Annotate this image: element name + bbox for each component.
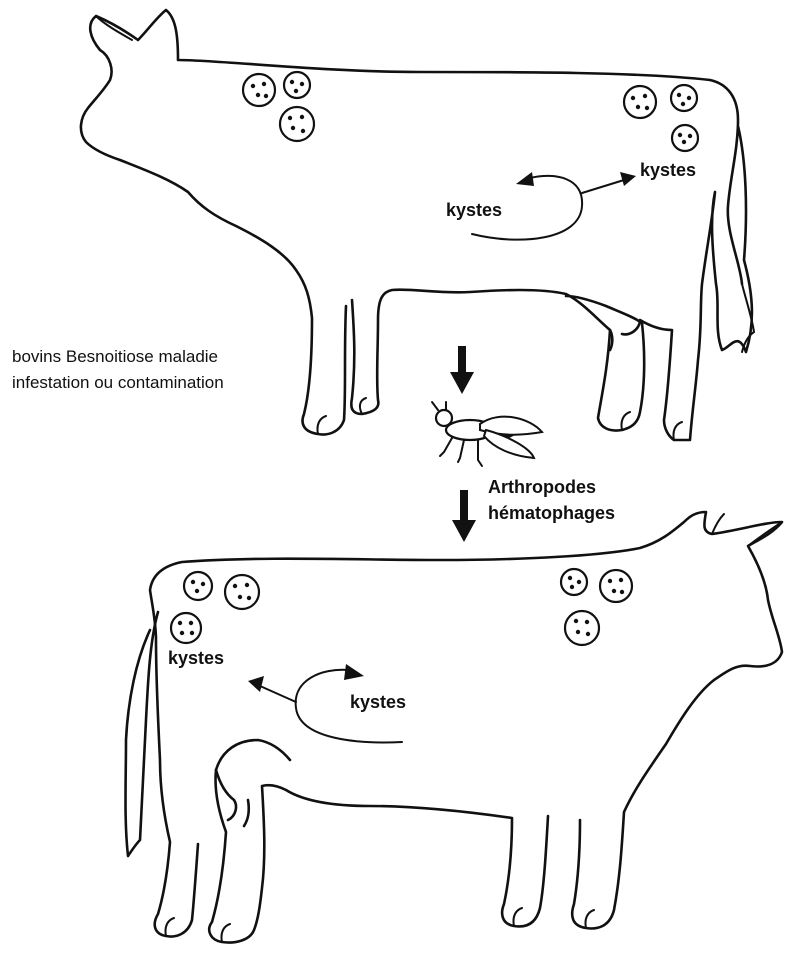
bottom-cow-tail: [126, 612, 159, 856]
cyst: [672, 125, 698, 151]
bottom-kystes-left: kystes: [168, 648, 224, 668]
cyst: [280, 107, 314, 141]
cyst: [561, 569, 587, 595]
cyst: [671, 85, 697, 111]
cyst: [624, 86, 656, 118]
top-cow-cysts-front: [243, 72, 314, 141]
top-kystes-right: kystes: [640, 160, 696, 180]
bottom-kystes-right: kystes: [350, 692, 406, 712]
cyst: [243, 74, 275, 106]
top-cycle-arrow-right-line: [582, 180, 624, 193]
transmission-arrow-2: [452, 490, 476, 542]
cyst: [225, 575, 259, 609]
bottom-cow-cysts-front: [561, 569, 632, 645]
caption-line-1: bovins Besnoitiose maladie: [12, 347, 218, 366]
top-cow-cysts-rear: [624, 85, 698, 151]
cyst: [171, 613, 201, 643]
transmission-arrow-1: [450, 346, 474, 394]
top-cow-ear: [96, 16, 132, 40]
cyst: [600, 570, 632, 602]
cyst: [565, 611, 599, 645]
bottom-cow-cysts-rear: [171, 572, 259, 643]
bottom-cycle-arrow-left: [248, 676, 264, 692]
vector-label-line-2: hématophages: [488, 503, 615, 523]
bottom-cow: kystes kystes: [126, 512, 783, 943]
bottom-cycle-arrow-left-line: [260, 686, 296, 702]
fly-icon: [432, 402, 542, 466]
bottom-cycle-arrow-right: [344, 664, 364, 680]
cyst: [284, 72, 310, 98]
vector-label-line-1: Arthropodes: [488, 477, 596, 497]
top-kystes-left: kystes: [446, 200, 502, 220]
caption-line-2: infestation ou contamination: [12, 373, 224, 392]
top-cycle-arrow-left: [516, 172, 534, 186]
bottom-cow-horn: [712, 514, 782, 546]
cyst: [184, 572, 212, 600]
top-cycle-arrow-right: [620, 172, 636, 186]
